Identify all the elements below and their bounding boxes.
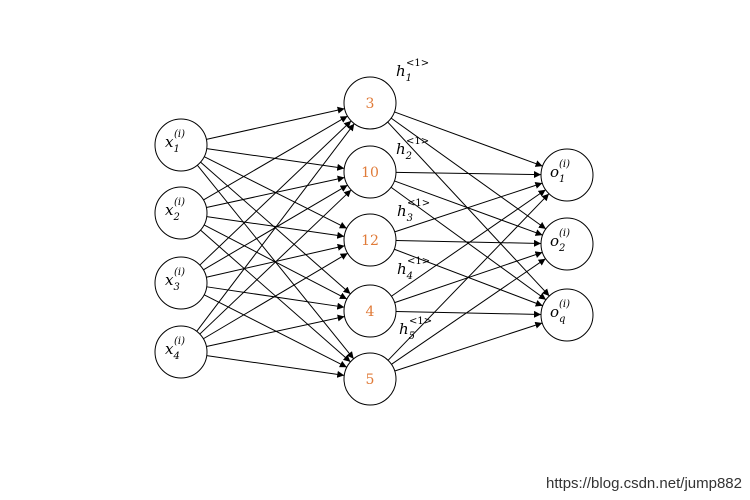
output-node-1: o1(i) — [540, 148, 594, 202]
input-node-3: x3(i) — [154, 256, 208, 310]
input-node-label-2: x2 — [165, 201, 180, 223]
input-node-1-circle — [154, 118, 208, 172]
edge-x4-h3 — [203, 252, 348, 340]
edge-h3-o1 — [394, 182, 543, 233]
edge-h5-o1 — [387, 193, 550, 361]
hidden-node-value-5: 5 — [366, 372, 375, 388]
output-node-2: o2(i) — [540, 217, 594, 271]
hidden-node-4: 4 — [343, 284, 397, 338]
hidden-node-4-circle — [343, 284, 397, 338]
hidden-node-2-circle — [343, 145, 397, 199]
input-node-1: x1(i) — [154, 118, 208, 172]
network-nodes: x1(i)x2(i)x3(i)x4(i)3101245h1<1>h2<1>h3<… — [154, 58, 594, 406]
input-node-label-4: x4 — [165, 340, 180, 362]
edge-h3-o2 — [395, 239, 542, 247]
hidden-node-5-circle — [343, 352, 397, 406]
edge-x4-h2 — [199, 189, 352, 335]
hidden-node-label-3-sup: <1> — [407, 198, 430, 209]
watermark-url: https://blog.csdn.net/jump882 — [546, 475, 742, 492]
output-node-2-circle — [540, 217, 594, 271]
input-node-label-1: x1 — [165, 133, 180, 155]
edge-h5-o3 — [394, 321, 543, 372]
input-node-2-circle — [154, 186, 208, 240]
input-node-4-circle — [154, 325, 208, 379]
hidden-node-label-5-sup: <1> — [409, 316, 432, 327]
hidden-node-1: 3 — [343, 76, 397, 130]
output-node-label-1-sup: (i) — [559, 159, 570, 170]
output-node-label-1: o1 — [550, 163, 565, 185]
edge-h2-o1 — [395, 170, 542, 178]
edge-x2-h1 — [203, 115, 348, 201]
edge-x2-h3 — [206, 216, 345, 239]
output-node-3: oq(i) — [540, 288, 594, 342]
input-node-4: x4(i) — [154, 325, 208, 379]
hidden-node-value-2: 10 — [361, 165, 379, 181]
input-node-label-4-sup: (i) — [174, 336, 185, 347]
hidden-node-label-1: h1 — [396, 62, 412, 84]
hidden-node-2: 10 — [343, 145, 397, 199]
hidden-node-label-5: h5 — [399, 320, 415, 342]
hidden-node-label-3: h3 — [397, 202, 413, 224]
hidden-node-label-2-sup: <1> — [406, 136, 429, 147]
output-node-3-circle — [540, 288, 594, 342]
edge-x4-h5 — [206, 355, 345, 378]
hidden-node-value-1: 3 — [366, 96, 375, 112]
output-node-label-3-sup: (i) — [559, 299, 570, 310]
output-node-label-3: oq — [550, 303, 565, 325]
hidden-node-value-3: 12 — [361, 233, 379, 249]
input-node-label-3: x3 — [165, 271, 180, 293]
output-node-label-2-sup: (i) — [559, 228, 570, 239]
hidden-node-label-1-sup: <1> — [406, 58, 429, 69]
output-node-1-circle — [540, 148, 594, 202]
hidden-node-3: 12 — [343, 213, 397, 267]
hidden-node-5: 5 — [343, 352, 397, 406]
connection-edges — [196, 106, 550, 378]
hidden-node-label-4-sup: <1> — [407, 256, 430, 267]
edge-x3-h1 — [199, 120, 352, 266]
input-node-label-3-sup: (i) — [174, 267, 185, 278]
hidden-node-value-4: 4 — [366, 304, 375, 320]
edge-x1-h1 — [206, 106, 345, 140]
input-node-3-circle — [154, 256, 208, 310]
edge-h5-o2 — [391, 258, 546, 365]
input-node-label-1-sup: (i) — [174, 129, 185, 140]
edge-x3-h4 — [206, 286, 345, 310]
hidden-node-label-2: h2 — [396, 140, 412, 162]
edge-x4-h4 — [206, 314, 345, 347]
hidden-node-1-circle — [343, 76, 397, 130]
edge-x4-h1 — [196, 123, 355, 332]
edge-h4-o1 — [391, 189, 546, 297]
output-node-label-2: o2 — [550, 232, 565, 254]
input-node-label-2-sup: (i) — [174, 197, 185, 208]
hidden-node-label-4: h4 — [397, 260, 413, 282]
hidden-node-3-circle — [343, 213, 397, 267]
edge-h4-o3 — [395, 310, 542, 318]
input-node-2: x2(i) — [154, 186, 208, 240]
edge-h1-o1 — [394, 111, 543, 167]
edge-h1-o3 — [387, 121, 550, 297]
